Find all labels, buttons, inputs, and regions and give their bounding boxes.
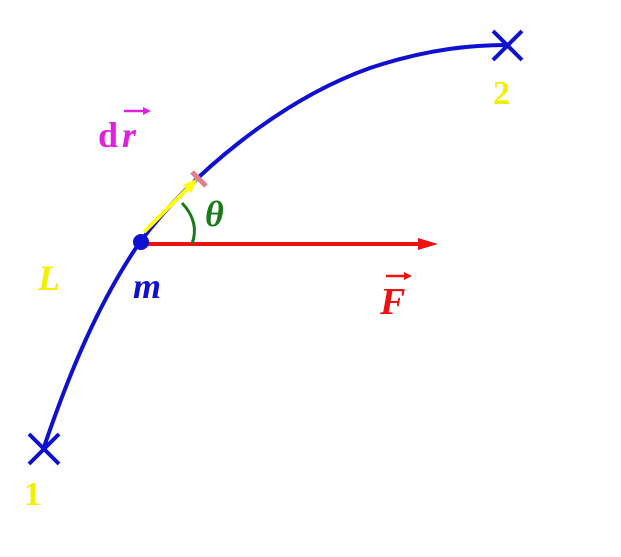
force-label-F: F	[379, 281, 405, 323]
force-arrowhead	[418, 238, 438, 250]
point-2-marker	[491, 29, 524, 62]
displacement-arrowhead	[183, 178, 198, 193]
angle-arc	[180, 201, 196, 245]
point-2-label: 2	[493, 75, 510, 112]
displacement-label-r: r	[122, 115, 137, 155]
displacement-label-d: d	[98, 115, 118, 155]
point-1-marker	[27, 432, 61, 466]
displacement-label-arrow-icon	[124, 107, 151, 115]
mass-label-m: m	[133, 266, 161, 306]
force-label-arrow-icon	[386, 272, 412, 280]
mass-point	[133, 234, 149, 250]
trajectory-path-L	[41, 43, 509, 451]
point-1-label: 1	[24, 476, 41, 513]
displacement-vector	[142, 184, 192, 234]
path-label-L: L	[37, 258, 60, 298]
displacement-end-tick	[190, 170, 208, 188]
angle-label-theta: θ	[205, 194, 224, 234]
